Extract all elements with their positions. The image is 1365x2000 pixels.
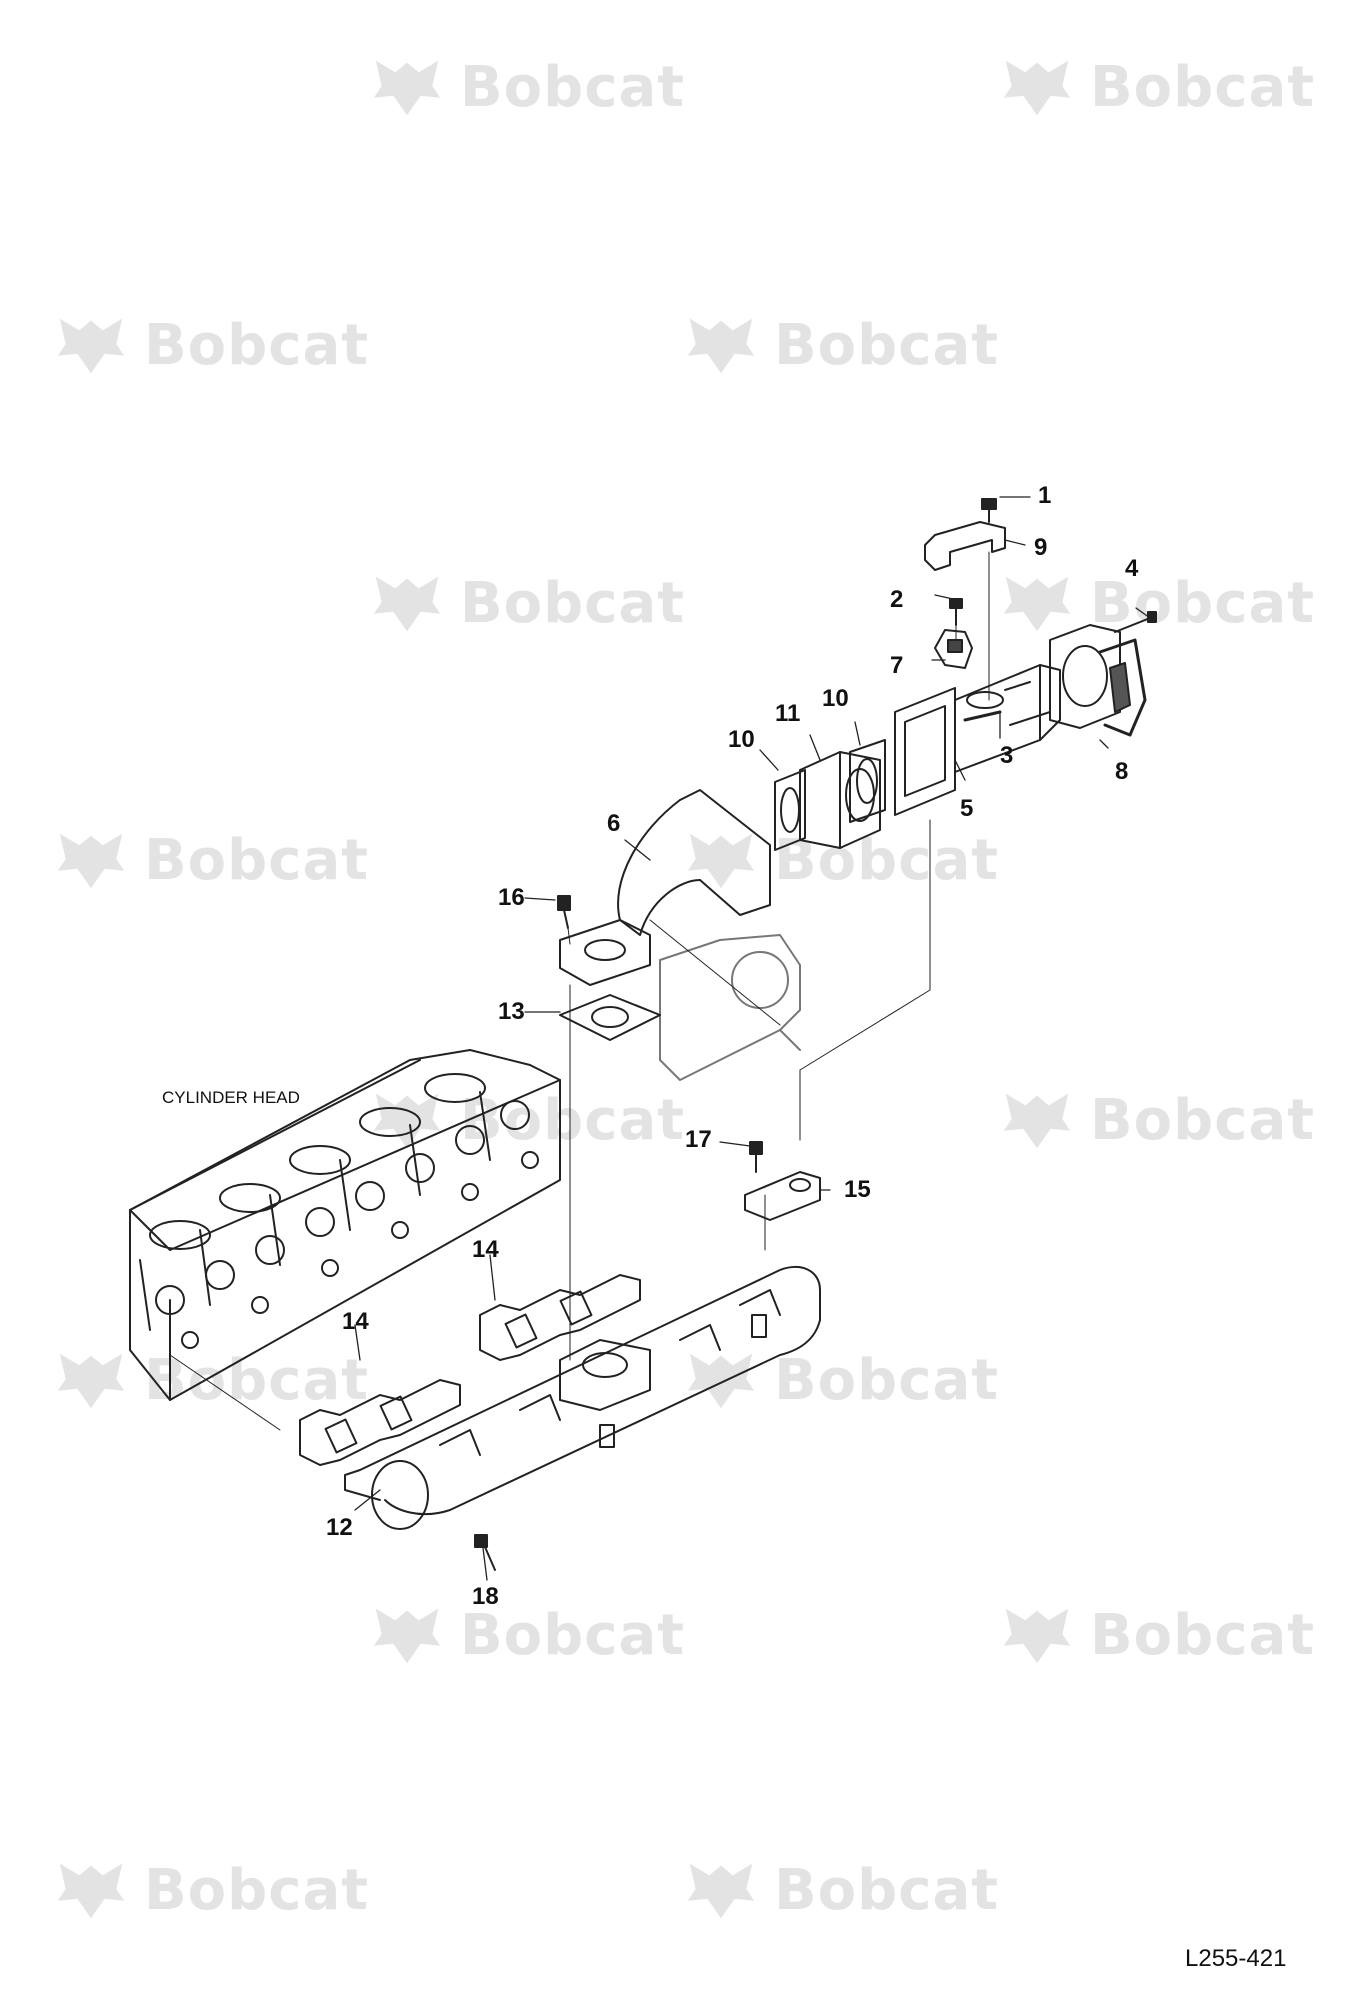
bobcat-logo-icon <box>687 1863 755 1919</box>
callout-17: 17 <box>685 1126 712 1153</box>
bobcat-logo-icon <box>687 833 755 889</box>
callout-14b: 14 <box>342 1308 369 1335</box>
throttle-body-part-8 <box>1049 624 1147 737</box>
callout-15: 15 <box>844 1176 871 1203</box>
callout-4: 4 <box>1125 555 1139 582</box>
bobcat-logo-icon <box>57 318 125 374</box>
callout-7: 7 <box>890 652 904 679</box>
watermark: Bobcat <box>682 310 999 380</box>
callout-10a: 10 <box>822 685 849 712</box>
bobcat-logo-icon <box>57 833 125 889</box>
bobcat-logo-icon <box>687 318 755 374</box>
callout-14a: 14 <box>472 1236 499 1263</box>
bobcat-logo-icon <box>57 1353 125 1409</box>
bobcat-logo-icon <box>1003 60 1071 116</box>
watermark: Bobcat <box>682 825 999 895</box>
watermark-text: Bobcat <box>460 1087 685 1153</box>
watermark-text: Bobcat <box>1090 1087 1315 1153</box>
bolt-part-17 <box>749 1141 763 1173</box>
watermark: Bobcat <box>368 1600 685 1670</box>
leader-lines <box>169 819 931 1431</box>
watermark: Bobcat <box>998 1085 1315 1155</box>
bobcat-logo-icon <box>1003 576 1071 632</box>
callout-10b: 10 <box>728 726 755 753</box>
watermark-text: Bobcat <box>774 1857 999 1923</box>
watermark-text: Bobcat <box>460 570 685 636</box>
watermark-text: Bobcat <box>144 827 369 893</box>
figure-reference: L255-421 <box>1185 1945 1287 1972</box>
callout-3: 3 <box>1000 742 1014 769</box>
bobcat-logo-icon <box>1003 1608 1071 1664</box>
watermark: Bobcat <box>52 1855 369 1925</box>
watermark: Bobcat <box>998 52 1315 122</box>
watermark: Bobcat <box>52 310 369 380</box>
watermark: Bobcat <box>682 1345 999 1415</box>
gasket-part-14 <box>299 1379 461 1466</box>
watermark-text: Bobcat <box>144 1857 369 1923</box>
callout-12: 12 <box>326 1514 353 1541</box>
watermark: Bobcat <box>52 1345 369 1415</box>
bolt-part-2 <box>949 598 963 641</box>
bobcat-logo-icon <box>687 1353 755 1409</box>
watermark-text: Bobcat <box>774 312 999 378</box>
callout-18: 18 <box>472 1583 499 1610</box>
bobcat-logo-icon <box>1003 1093 1071 1149</box>
sensor-part-7 <box>934 629 973 669</box>
watermark-text: Bobcat <box>144 312 369 378</box>
watermark-text: Bobcat <box>774 827 999 893</box>
callout-8: 8 <box>1115 758 1129 785</box>
callout-1: 1 <box>1038 482 1052 509</box>
exhaust-manifold-part-12 <box>344 1265 821 1530</box>
gasket-part-14 <box>479 1274 641 1361</box>
bobcat-logo-icon <box>373 576 441 632</box>
watermark: Bobcat <box>368 568 685 638</box>
elbow-pipe-part-6 <box>559 789 771 986</box>
mounting-plate-part <box>659 934 801 1081</box>
bolt-part-16 <box>557 895 571 945</box>
gasket-part-10 <box>774 769 806 851</box>
bolt-part-1 <box>981 498 997 523</box>
spacer-part-11 <box>799 751 881 849</box>
watermark-text: Bobcat <box>1090 570 1315 636</box>
bobcat-logo-icon <box>373 60 441 116</box>
callout-2: 2 <box>890 586 904 613</box>
callout-6: 6 <box>607 810 621 837</box>
watermark-text: Bobcat <box>144 1347 369 1413</box>
callout-5: 5 <box>960 795 974 822</box>
watermark: Bobcat <box>998 568 1315 638</box>
bolt-part-18 <box>474 1534 496 1571</box>
watermark: Bobcat <box>998 1600 1315 1670</box>
cylinder-head-label: CYLINDER HEAD <box>162 1088 300 1107</box>
callout-leaders <box>354 496 1151 1581</box>
callout-16: 16 <box>498 884 525 911</box>
intake-pipe-part-5 <box>894 664 1061 816</box>
bracket-part-9 <box>924 521 1006 701</box>
watermark: Bobcat <box>52 825 369 895</box>
bolt-part-4 <box>1114 611 1157 633</box>
watermark-text: Bobcat <box>1090 54 1315 120</box>
gasket-part-10 <box>849 739 886 823</box>
watermark-text: Bobcat <box>460 1602 685 1668</box>
watermark-text: Bobcat <box>1090 1602 1315 1668</box>
watermark: Bobcat <box>368 52 685 122</box>
callout-11: 11 <box>775 700 801 727</box>
watermark-text: Bobcat <box>460 54 685 120</box>
watermark: Bobcat <box>682 1855 999 1925</box>
bracket-part-15 <box>744 1171 821 1221</box>
bobcat-logo-icon <box>57 1863 125 1919</box>
gasket-part-13 <box>559 994 661 1041</box>
cylinder-head-part <box>129 1049 561 1401</box>
bobcat-logo-icon <box>373 1608 441 1664</box>
watermark-text: Bobcat <box>774 1347 999 1413</box>
callout-13: 13 <box>498 998 525 1025</box>
callout-9: 9 <box>1034 534 1048 561</box>
